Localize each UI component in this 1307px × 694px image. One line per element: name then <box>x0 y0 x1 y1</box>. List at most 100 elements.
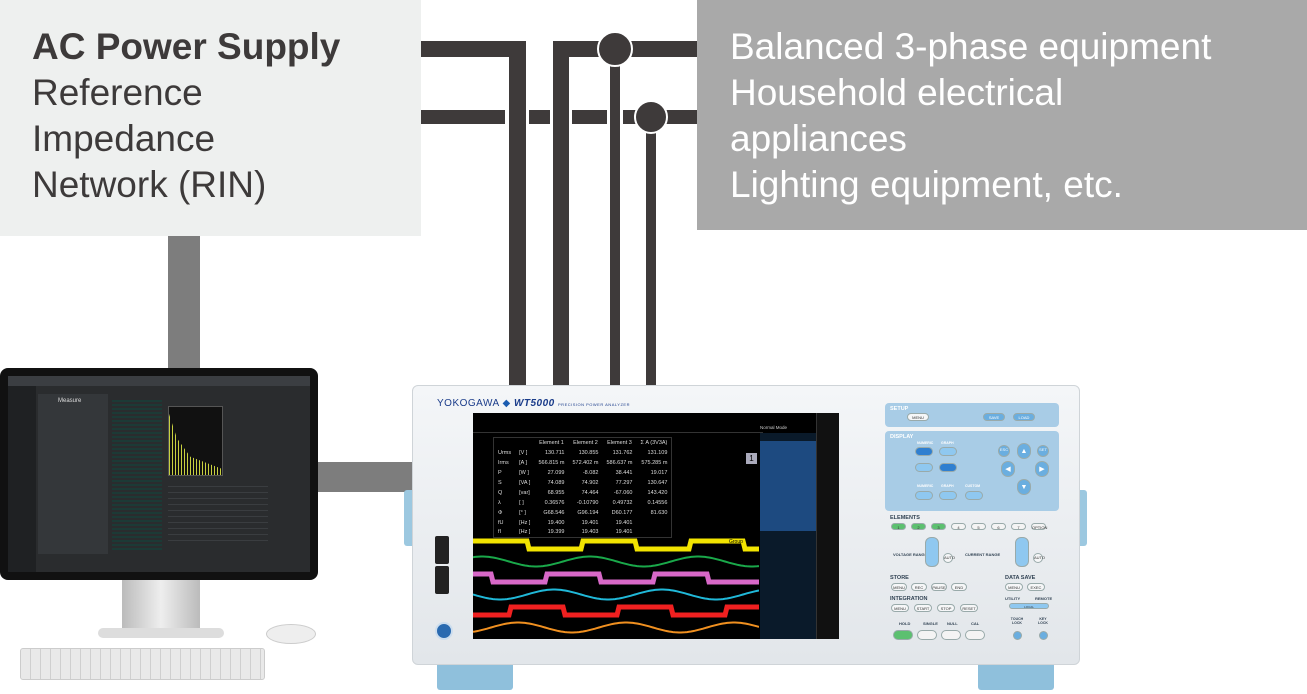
element-2-button[interactable]: 2 <box>911 523 926 530</box>
unit: [ ] <box>519 499 524 506</box>
value-cell <box>636 528 671 538</box>
wire <box>610 49 620 386</box>
arrow-left-icon: ◀ <box>1005 466 1011 473</box>
value-cell: 19.401 <box>615 519 633 526</box>
data-save-label: DATA SAVE <box>1005 575 1036 581</box>
keyboard <box>20 648 265 680</box>
equipment-box: Balanced 3-phase equipment Household ele… <box>697 0 1307 230</box>
current-auto-button[interactable]: AUTO <box>1033 553 1045 563</box>
value-cell: 77.297 <box>615 479 633 486</box>
app-title: Measure <box>58 398 82 404</box>
display-graph-label: GRAPH <box>941 441 954 445</box>
hold-button[interactable] <box>893 630 913 640</box>
load-button[interactable]: LOAD <box>1013 413 1035 421</box>
store-rec-button[interactable]: REC <box>911 583 927 591</box>
menu-sidebar[interactable] <box>816 413 839 639</box>
element-6-button[interactable]: 6 <box>991 523 1006 530</box>
monitor-stand <box>122 580 200 632</box>
touch-lock-label: TOUCH LOCK <box>1010 617 1024 625</box>
display-button[interactable] <box>915 491 933 500</box>
data-save-exec-button[interactable]: EXEC <box>1027 583 1045 591</box>
wt5000-power-analyzer: YOKOGAWA ◆ WT5000 PRECISION POWER ANALYZ… <box>412 385 1080 665</box>
display-button[interactable] <box>915 463 933 472</box>
usb-port <box>435 566 449 594</box>
set-button[interactable]: SET <box>1037 445 1049 457</box>
item-name: λ <box>498 499 501 506</box>
value-cell <box>636 518 671 528</box>
value-cell: 27.099 <box>547 469 565 476</box>
touch-lock-button[interactable] <box>1013 631 1022 640</box>
element-5-button[interactable]: 5 <box>971 523 986 530</box>
display-button[interactable] <box>915 447 933 456</box>
arrow-left-button[interactable]: ◀ <box>1001 461 1015 477</box>
power-button[interactable] <box>435 622 453 640</box>
waveform-trace <box>473 604 759 618</box>
setup-menu-button[interactable]: MENU <box>907 413 929 421</box>
voltage-range-stepper[interactable] <box>925 537 939 567</box>
save-button[interactable]: SAVE <box>983 413 1005 421</box>
display-button[interactable] <box>939 463 957 472</box>
single-button[interactable] <box>917 630 937 640</box>
waveform-trace <box>473 621 759 634</box>
display-button[interactable] <box>939 491 957 500</box>
page-number[interactable]: 1 <box>746 453 757 464</box>
element-7-button[interactable]: 7 <box>1011 523 1026 530</box>
store-pause-button[interactable]: PAUSE <box>931 583 947 591</box>
element-1-button[interactable]: 1 <box>891 523 906 530</box>
value-cell: 566.815 m <box>538 459 565 466</box>
element-3-button[interactable]: 3 <box>931 523 946 530</box>
mode-label: Normal Mode <box>760 425 788 430</box>
column-header <box>515 438 534 448</box>
store-end-button[interactable]: END <box>951 583 967 591</box>
current-range-stepper[interactable] <box>1015 537 1029 567</box>
value-cell: 38.441 <box>615 469 633 476</box>
arrow-down-button[interactable]: ▼ <box>1017 479 1031 495</box>
item-name: Urms <box>498 449 512 456</box>
esc-button[interactable]: ESC <box>998 445 1010 457</box>
key-label: CAL <box>971 621 980 626</box>
null-button[interactable] <box>941 630 961 640</box>
elements-label: ELEMENTS <box>890 515 920 521</box>
display-button[interactable] <box>939 447 957 456</box>
integration-label: INTEGRATION <box>890 596 928 602</box>
key-lock-button[interactable] <box>1039 631 1048 640</box>
arrow-up-button[interactable]: ▲ <box>1017 443 1031 459</box>
wire <box>421 110 505 124</box>
voltage-auto-button[interactable]: AUTO <box>943 553 955 563</box>
wire <box>509 41 526 386</box>
usb-port <box>435 536 449 564</box>
display-custom-label: CUSTOM <box>965 484 981 488</box>
data-save-menu-button[interactable]: MENU <box>1005 583 1023 591</box>
element-4-button[interactable]: 4 <box>951 523 966 530</box>
value-cell: 0.36576 <box>544 499 565 506</box>
arrow-right-icon: ▶ <box>1039 466 1045 473</box>
value-cell: 74.089 <box>547 479 565 486</box>
utility-local-toggle[interactable]: LOCAL <box>1009 603 1049 609</box>
unit: [Hz ] <box>519 519 531 526</box>
unit: [Hz ] <box>519 529 531 536</box>
value-cell: 19.399 <box>547 529 565 536</box>
unit: [W ] <box>519 469 529 476</box>
arrow-up-icon: ▲ <box>1020 448 1028 455</box>
unit: [V ] <box>519 449 528 456</box>
element-OPTION-button[interactable]: OPTION <box>1031 523 1048 530</box>
display-button[interactable] <box>965 491 983 500</box>
key-label: NULL <box>947 621 958 626</box>
display-numeric-label: NUMERIC <box>917 441 934 445</box>
box-title: AC Power Supply <box>32 26 341 67</box>
integration-menu-button[interactable]: MENU <box>891 604 909 612</box>
box-line: Impedance <box>32 118 216 159</box>
cal-button[interactable] <box>965 630 985 640</box>
value-cell: 19.017 <box>650 469 668 476</box>
store-menu-button[interactable]: MENU <box>891 583 907 591</box>
box-line: Household electrical <box>730 72 1064 113</box>
integration-reset-button[interactable]: RESET <box>960 604 978 612</box>
junction-dot <box>597 31 633 67</box>
integration-start-button[interactable]: START <box>914 604 932 612</box>
value-cell: 131.109 <box>647 449 668 456</box>
arrow-right-button[interactable]: ▶ <box>1035 461 1049 477</box>
waveform-trace <box>473 538 759 552</box>
integration-stop-button[interactable]: STOP <box>937 604 955 612</box>
